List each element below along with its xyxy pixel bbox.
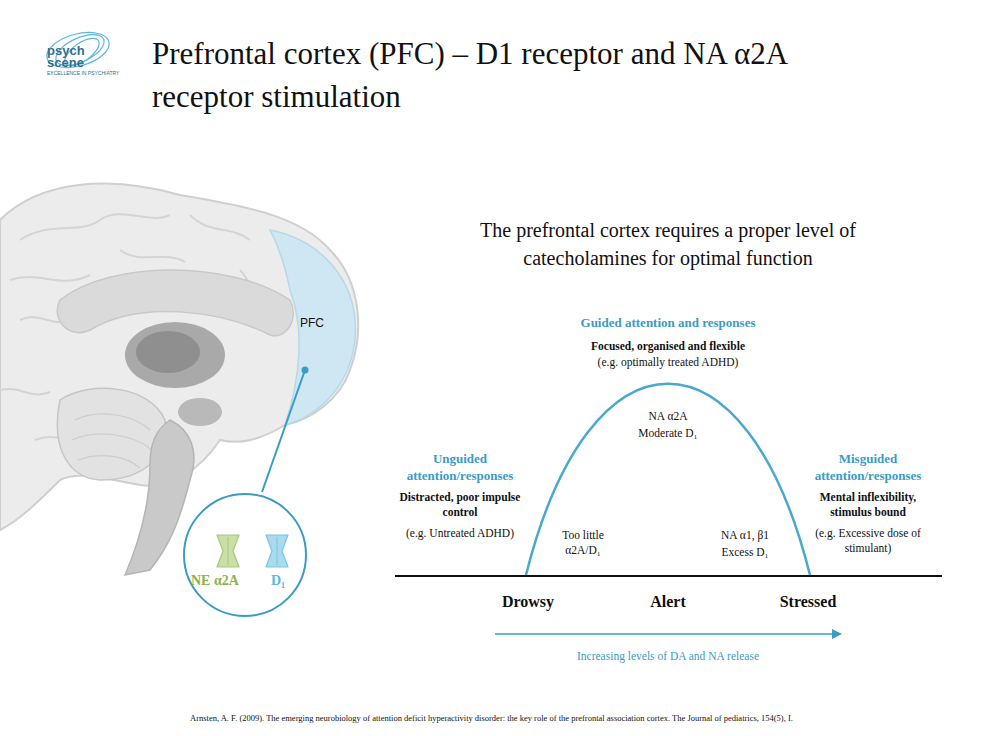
brain-illustration: [0, 184, 358, 575]
leader-dot: [302, 367, 309, 374]
receptor-icons: [185, 495, 305, 615]
logo-swirl: [43, 26, 113, 73]
bell-curve: [526, 384, 810, 575]
peak-description: Focused, organised and flexible: [538, 339, 798, 354]
right-heading: Misguided attention/responses: [803, 451, 933, 485]
region-label: PFC: [300, 316, 324, 332]
peak-heading: Guided attention and responses: [538, 315, 798, 332]
logo-text: scene: [47, 56, 84, 69]
receptor-label: D₁: [271, 573, 285, 589]
peak-receptor: Moderate D₁: [613, 426, 723, 441]
left-receptor: Too little α2A/D₁: [548, 528, 618, 558]
receptor-symbol: [217, 535, 239, 567]
left-example: (e.g. Untreated ADHD): [385, 526, 535, 541]
receptor-split: [277, 537, 278, 565]
axis-label: Stressed: [758, 592, 858, 613]
arrow-head: [832, 629, 842, 639]
right-example: (e.g. Excessive dose of stimulant): [803, 526, 933, 556]
right-description: Mental inflexibility, stimulus bound: [803, 490, 933, 520]
receptor-label: NE α2A: [191, 573, 239, 589]
chart-heading: The prefrontal cortex requires a proper …: [463, 216, 873, 272]
receptor-circle: NE α2A D₁: [183, 493, 307, 617]
increase-arrow: [495, 633, 832, 635]
axis-line: [395, 575, 942, 577]
axis-label: Alert: [618, 592, 718, 613]
arrow-caption: Increasing levels of DA and NA release: [503, 649, 833, 664]
receptor-symbol: [266, 535, 288, 567]
peak-receptor: NA α2A: [613, 409, 723, 424]
axis-label: Drowsy: [478, 592, 578, 613]
left-description: Distracted, poor impulse control: [395, 490, 525, 520]
title: Prefrontal cortex (PFC) – D1 receptor an…: [152, 32, 852, 118]
citation: Arnsten, A. F. (2009). The emerging neur…: [190, 713, 793, 724]
leader-line: [262, 370, 305, 492]
right-receptor: Excess D₁: [700, 545, 790, 560]
right-receptor: NA α1, β1: [700, 528, 790, 543]
receptor-split: [228, 537, 229, 565]
logo-tagline: EXCELLENCE IN PSYCHIATRY: [47, 70, 119, 77]
peak-example: (e.g. optimally treated ADHD): [538, 355, 798, 370]
left-heading: Unguided attention/responses: [395, 451, 525, 485]
